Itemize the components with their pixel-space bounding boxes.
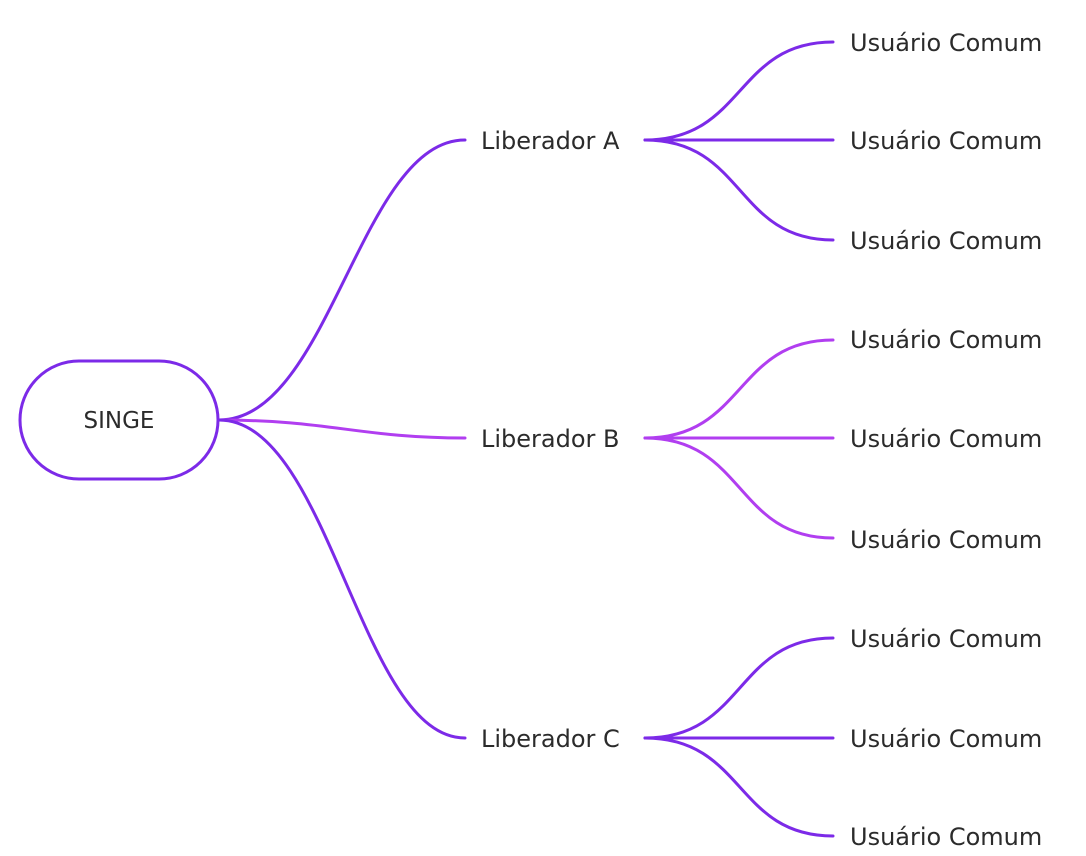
edge-a-leaf-3 xyxy=(643,138,835,242)
root-node-label: SINGE xyxy=(84,408,155,434)
root-node[interactable]: SINGE xyxy=(18,359,220,481)
leaf-label-a-3[interactable]: Usuário Comum xyxy=(850,227,1042,255)
edge-c-leaf-3 xyxy=(643,736,835,838)
edge-root-liberador-b xyxy=(217,418,467,440)
leaf-label-c-3[interactable]: Usuário Comum xyxy=(850,823,1042,851)
leaf-label-c-2[interactable]: Usuário Comum xyxy=(850,725,1042,753)
branch-label-liberador-a[interactable]: Liberador A xyxy=(481,127,620,155)
root-node-box xyxy=(18,359,220,481)
branch-label-liberador-c[interactable]: Liberador C xyxy=(481,725,620,753)
leaf-label-b-1[interactable]: Usuário Comum xyxy=(850,326,1042,354)
leaf-label-b-3[interactable]: Usuário Comum xyxy=(850,526,1042,554)
leaf-label-b-2[interactable]: Usuário Comum xyxy=(850,425,1042,453)
edge-b-leaf-1 xyxy=(643,338,835,440)
edge-root-liberador-a xyxy=(217,138,467,422)
leaf-label-a-2[interactable]: Usuário Comum xyxy=(850,127,1042,155)
edge-c-leaf-1 xyxy=(643,636,835,740)
edge-b-leaf-3 xyxy=(643,436,835,540)
edge-root-liberador-c xyxy=(217,418,467,740)
leaf-label-c-1[interactable]: Usuário Comum xyxy=(850,625,1042,653)
edge-a-leaf-1 xyxy=(643,40,835,142)
branch-label-liberador-b[interactable]: Liberador B xyxy=(481,425,620,453)
leaf-label-a-1[interactable]: Usuário Comum xyxy=(850,29,1042,57)
